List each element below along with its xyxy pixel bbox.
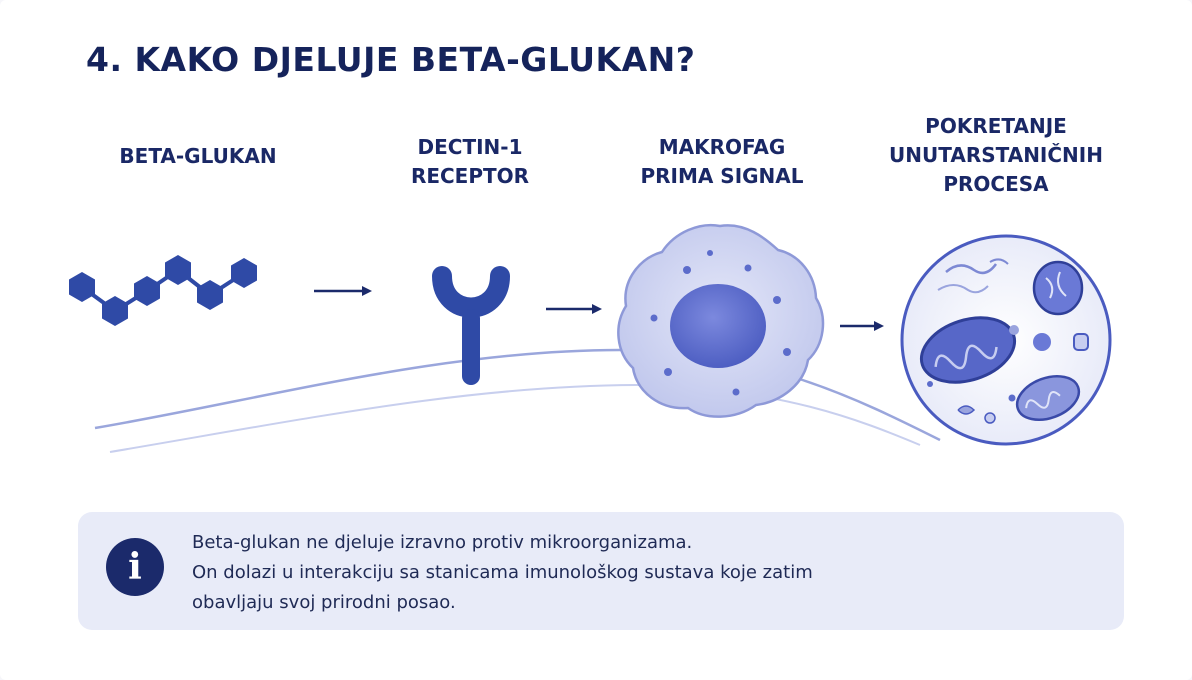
dectin-receptor-icon <box>432 266 510 385</box>
macrophage-icon <box>617 223 825 418</box>
step-label-intracellular: POKRETANJE UNUTARSTANIČNIH PROCESA <box>889 114 1103 196</box>
beta-glucan-chain-icon <box>69 255 257 326</box>
step-label-dectin-receptor: DECTIN-1 RECEPTOR <box>410 135 530 188</box>
info-text: Beta-glukan ne djeluje izravno protiv mi… <box>192 532 813 613</box>
step-label-beta-glucan: BETA-GLUKAN <box>119 144 277 168</box>
arrow-right-icon <box>314 286 372 296</box>
intracellular-processes-icon <box>900 234 1112 446</box>
membrane-wave <box>94 348 941 453</box>
arrow-right-icon <box>546 304 602 314</box>
arrow-right-icon <box>840 321 884 331</box>
page-title: 4. KAKO DJELUJE BETA-GLUKAN? <box>86 40 696 79</box>
info-box: i Beta-glukan ne djeluje izravno protiv … <box>78 512 1124 630</box>
info-icon: i <box>106 538 164 596</box>
step-label-macrophage: MAKROFAG PRIMA SIGNAL <box>640 135 804 188</box>
